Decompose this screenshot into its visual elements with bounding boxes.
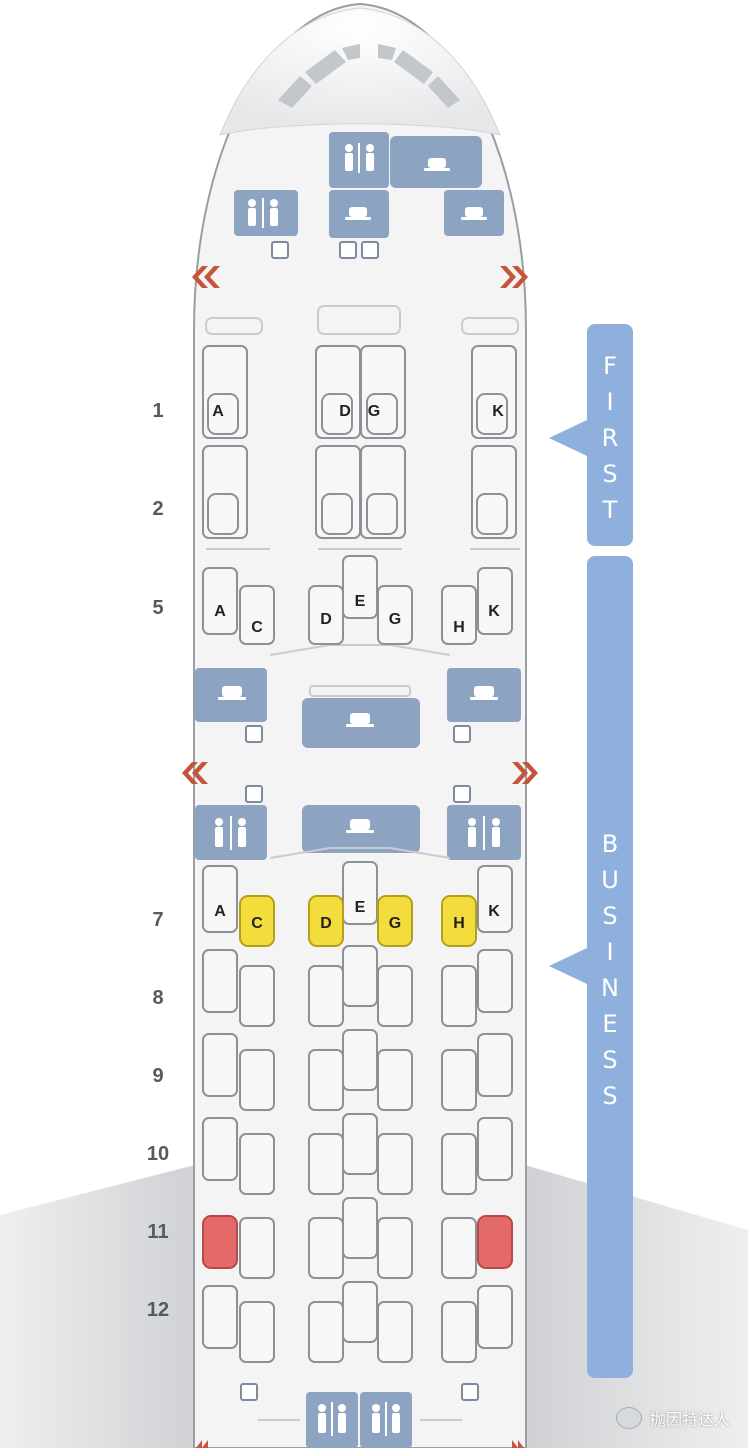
seat-letter: H [453,619,465,636]
business-section-pointer [549,948,587,984]
exit-left-icon [182,762,208,784]
business-seats-rear [202,945,513,1363]
row-label: 2 [152,498,164,520]
section-letter: I [606,938,614,966]
exit-left-icon [196,1440,208,1448]
first-section-pointer [549,420,587,456]
seat-letter: G [389,611,401,628]
section-letter: R [601,424,619,452]
cup-icon [346,713,374,727]
facility-icons [215,143,500,1436]
watermark-text: 抛因特达人 [649,1410,730,1429]
seat-letter: A [214,603,226,620]
row-label: 10 [146,1143,170,1165]
highlighted-seats [202,1215,513,1269]
seat-5h [441,585,477,645]
section-letter: I [606,388,614,416]
section-letter: S [602,902,618,930]
lavatory-icon [215,816,246,850]
seat-letter: K [492,403,504,420]
cup-icon [218,686,246,700]
cockpit-windows [278,44,460,108]
seat-letter: A [212,403,224,420]
row-label: 1 [152,400,164,422]
seat-5e [342,555,378,619]
section-letter: S [602,1046,618,1074]
first-class-seats [202,345,517,539]
seat-11a [202,1215,238,1269]
seat-7d [308,895,344,947]
cup-icon [424,158,450,171]
cup-icon [346,819,374,833]
left-wing [0,1165,195,1448]
lavatory-front-left [234,190,298,236]
exit-left-icon [192,266,220,288]
seat-letter: D [320,915,332,932]
seat-letter: D [339,403,351,420]
section-letter: F [603,352,617,380]
seat-letter: G [368,403,380,420]
seat-letter: A [214,903,226,920]
lavatory-icon [372,1402,400,1436]
section-letter: S [602,1082,618,1110]
seat-11k [477,1215,513,1269]
seat-7g [377,895,413,947]
exit-right-icon [512,1440,524,1448]
right-wing [525,1165,748,1448]
exit-right-icon [500,266,528,288]
seat-5g [377,585,413,645]
nose-cone [219,7,501,136]
watermark: 抛因特达人 [615,1406,730,1430]
row-label: 8 [152,987,164,1009]
row-label: 11 [147,1221,169,1243]
lavatory-icon [468,816,500,850]
first-section-label: F I R S T [587,348,633,528]
seat-letter: E [355,593,366,610]
seat-letter: K [488,603,500,620]
seat-7a [202,865,238,933]
row-label: 9 [152,1065,164,1087]
seat-5c [239,585,275,645]
business-section-bar [587,556,633,1378]
lavatory-icon [345,143,374,173]
seat-letters: A D G K A C D E G H K A C D E G H K [212,403,504,932]
exit-right-icon [512,762,538,784]
cup-icon [470,686,498,700]
section-letter: B [601,830,619,858]
seat-7e [342,861,378,925]
section-letter: T [602,496,618,524]
first-section-bar [587,324,633,546]
selected-seats [239,895,477,947]
closet-markers [240,241,479,1401]
seat-letter: C [251,915,263,932]
business-section-label: B U S I N E S S [587,826,633,1114]
cup-icon [345,207,371,220]
seat-letter: K [488,903,500,920]
row-label: 7 [152,909,164,931]
seat-letter: D [320,611,332,628]
seat-letter: E [355,899,366,916]
seat-letter: H [453,915,465,932]
exit-arrows [182,266,538,1448]
wechat-icon [615,1407,642,1429]
seat-5k [477,567,513,635]
lavatory-icon [318,1402,346,1436]
cup-icon [461,207,487,220]
business-seats [202,555,513,933]
row-label: 12 [146,1299,170,1321]
section-letter: S [602,460,618,488]
seat-letter: G [389,915,401,932]
seat-7c [239,895,275,947]
seat-7k [477,865,513,933]
row-label: 5 [152,597,164,619]
seat-7h [441,895,477,947]
section-letter: E [602,1010,618,1038]
seat-letter: C [251,619,263,636]
seat-5a [202,567,238,635]
cabin-dividers [205,305,520,1421]
section-letter: N [601,974,619,1002]
lavatory-icon [248,198,278,228]
section-letter: U [601,866,619,894]
